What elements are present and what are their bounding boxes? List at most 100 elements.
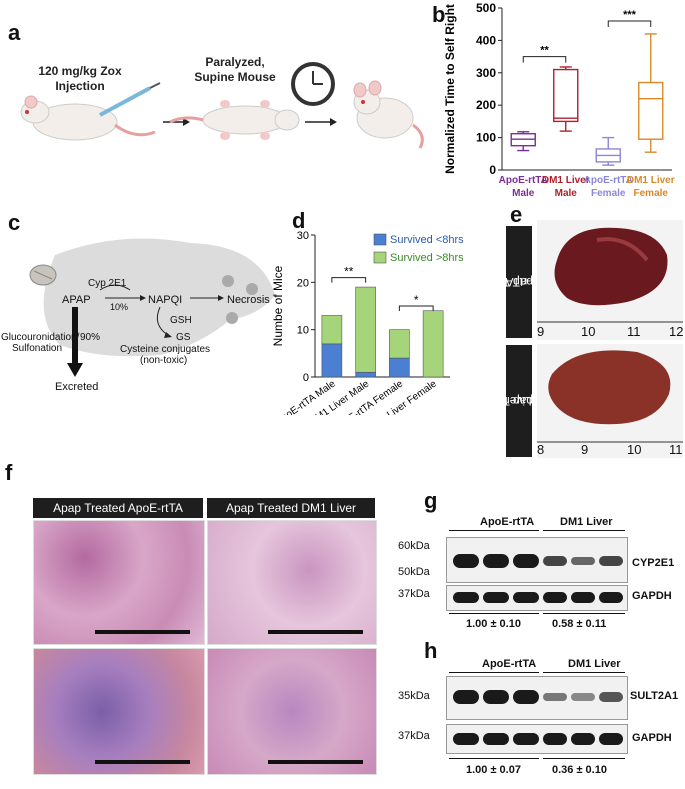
band <box>599 592 623 603</box>
gapdh-blot-g <box>446 585 628 611</box>
g-protein-label: CYP2E1 <box>632 557 675 569</box>
supine-line: Supine Mouse <box>194 70 276 84</box>
ruler2-tick-1: 9 <box>581 442 589 457</box>
band <box>483 554 509 568</box>
scale-bar <box>268 630 363 634</box>
bar-segment <box>389 357 410 378</box>
h-group2-label: DM1 Liver <box>568 658 621 670</box>
liver-silhouette <box>43 238 275 357</box>
g-mw-37: 37kDa <box>398 588 430 600</box>
legend-label: Survived <8hrs <box>390 234 464 246</box>
mouse-illustration <box>20 62 424 149</box>
cysteine-label: Cysteine conjugates <box>120 344 211 355</box>
band <box>483 690 509 704</box>
gsh-label: GSH <box>170 315 192 326</box>
necrosis-label: Necrosis <box>227 294 270 306</box>
ruler2-tick-2: 10 <box>627 442 642 457</box>
panel-e-letter: e <box>510 202 523 227</box>
recovered-mouse-icon <box>353 80 424 149</box>
band <box>543 733 567 745</box>
band <box>513 690 539 704</box>
bar-segment <box>321 315 343 345</box>
pct90-label: 90% <box>80 332 101 343</box>
bar-segment <box>389 329 410 359</box>
band <box>513 733 539 745</box>
y-tick-label: 10 <box>297 325 309 337</box>
excreted-label: Excreted <box>55 381 99 393</box>
significance-bracket <box>522 56 567 63</box>
bar-segment <box>355 371 376 378</box>
y-tick-label: 300 <box>476 66 496 80</box>
histology-image-dm1-bottom <box>207 648 377 775</box>
h-protein-label: SULT2A1 <box>630 690 679 702</box>
g-mw-50: 50kDa <box>398 566 430 578</box>
state-line: Paralyzed, <box>205 55 265 69</box>
band <box>571 693 595 701</box>
sult2a1-blot <box>446 676 628 720</box>
band <box>543 556 567 566</box>
significance-bracket <box>398 305 434 311</box>
scale-bar <box>95 630 190 634</box>
g-group2-line <box>543 530 625 531</box>
g-mw-60: 60kDa <box>398 540 430 552</box>
zox-dose-label: 120 mg/kg Zox Injection <box>30 64 130 94</box>
band <box>453 592 479 603</box>
band <box>571 557 595 565</box>
histology-image-dm1-top <box>207 520 377 645</box>
y-axis-label: Numbe of Mice <box>271 265 285 346</box>
y-axis-label: Normalized Time to Self Right <box>443 4 457 174</box>
histology-image-control-bottom <box>33 648 205 775</box>
gapdh-blot-h <box>446 724 628 754</box>
ruler1-tick-3: 12 <box>669 324 684 339</box>
bar-segment <box>355 286 376 373</box>
pct10-label: 10% <box>110 302 129 312</box>
legend-label: Survived >8hrs <box>390 252 464 264</box>
pill-icon <box>29 264 57 286</box>
ruler1-tick-0: 9 <box>537 324 545 339</box>
scale-bar <box>268 760 363 764</box>
significance-label: * <box>414 293 419 307</box>
x-tick-label: ApoE-rtTA <box>499 175 548 186</box>
significance-label: ** <box>540 45 549 57</box>
g-group2-label: DM1 Liver <box>560 516 613 528</box>
histology-header-control: Apap Treated ApoE-rtTA <box>33 498 203 518</box>
y-tick-label: 400 <box>476 33 496 47</box>
band <box>599 556 623 566</box>
apap-label: APAP <box>62 294 91 306</box>
panel-f-letter: f <box>5 460 13 485</box>
h-mw-37: 37kDa <box>398 730 430 742</box>
y-tick-label: 500 <box>476 1 496 15</box>
y-tick-label: 0 <box>303 372 309 384</box>
significance-label: *** <box>623 9 637 21</box>
cyp2e1-label: Cyp 2E1 <box>88 278 127 289</box>
sulfonation-label: Sulfonation <box>12 343 63 354</box>
napqi-label: NAPQI <box>148 294 183 306</box>
injected-mouse-icon <box>20 82 161 141</box>
legend-swatch <box>373 251 387 264</box>
scale-bar <box>95 760 190 764</box>
y-tick-label: 200 <box>476 98 496 112</box>
h-loading-label: GAPDH <box>632 732 672 744</box>
band <box>453 733 479 745</box>
band <box>513 592 539 603</box>
ruler1-tick-1: 10 <box>581 324 596 339</box>
legend-swatch <box>373 233 387 246</box>
y-tick-label: 30 <box>297 230 309 242</box>
band <box>571 592 595 603</box>
band <box>543 592 567 603</box>
band <box>599 733 623 745</box>
paralyzed-label: Paralyzed, Supine Mouse <box>180 55 290 85</box>
nontoxic-label: (non-toxic) <box>140 355 188 366</box>
metabolism-diagram <box>29 238 275 377</box>
band <box>483 733 509 745</box>
dose-line: 120 mg/kg Zox <box>38 64 122 78</box>
g-quant-dm1: 0.58 ± 0.11 <box>552 618 607 630</box>
h-mw-35: 35kDa <box>398 690 430 702</box>
h-quant-dm1: 0.36 ± 0.10 <box>552 764 607 776</box>
band <box>599 692 623 702</box>
bar-segment <box>422 310 444 378</box>
injection-line: Injection <box>55 79 105 93</box>
x-tick-label: Female <box>634 188 669 199</box>
